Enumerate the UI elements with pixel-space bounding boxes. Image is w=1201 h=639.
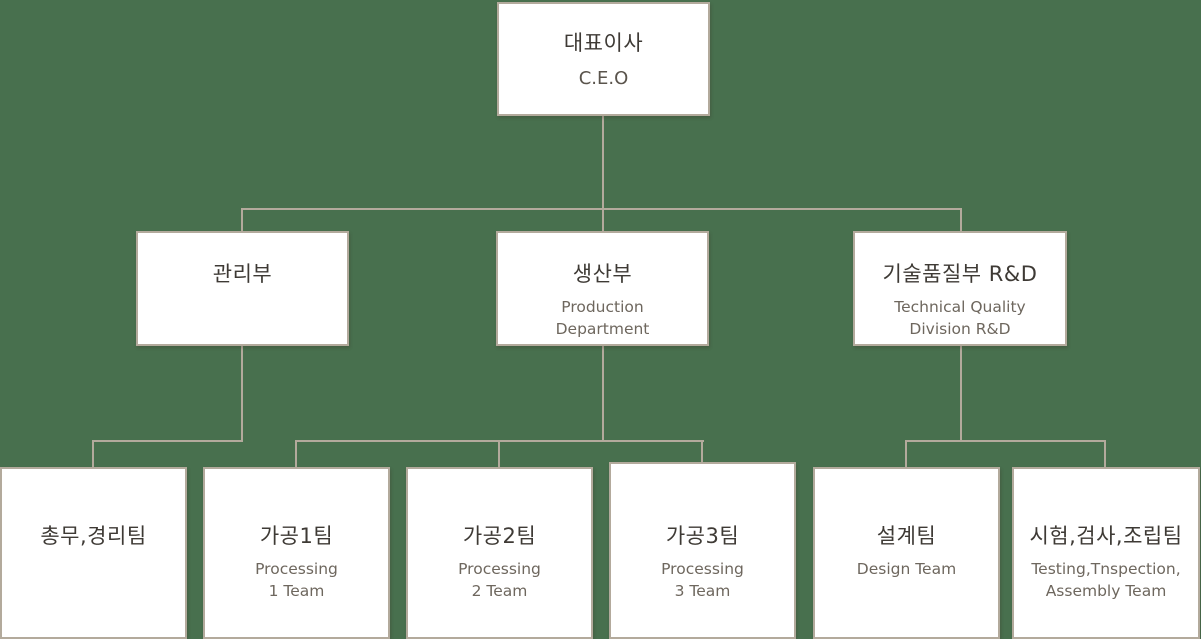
- org-box-ceo: 대표이사 C.E.O: [497, 2, 710, 116]
- org-box-management-dept: 관리부: [136, 231, 349, 346]
- connector-management-drop: [241, 208, 243, 232]
- box-title: 가공1팀: [259, 524, 334, 548]
- org-box-general-affairs-accounting-team: 총무,경리팀: [0, 467, 187, 639]
- box-title: 가공2팀: [462, 524, 537, 548]
- box-subtitle: Production Department: [555, 298, 650, 338]
- org-box-testing-inspection-assembly-team: 시험,검사,조립팀 Testing,Tnspection, Assembly T…: [1012, 467, 1200, 639]
- connector-management-vertical: [241, 345, 243, 441]
- org-box-processing-2-team: 가공2팀 Processing 2 Team: [406, 467, 593, 639]
- connector-management-horizontal: [92, 440, 243, 442]
- box-title: 설계팀: [876, 524, 937, 548]
- connector-ceo-vertical: [602, 115, 604, 232]
- org-box-production-dept: 생산부 Production Department: [496, 231, 709, 346]
- connector-processing3-drop: [701, 440, 703, 463]
- box-title: 대표이사: [563, 31, 644, 55]
- box-subtitle: Technical Quality Division R&D: [894, 298, 1026, 338]
- connector-technical-vertical: [960, 345, 962, 441]
- org-box-processing-3-team: 가공3팀 Processing 3 Team: [609, 462, 796, 639]
- box-title: 생산부: [572, 262, 633, 286]
- connector-processing2-drop: [498, 440, 500, 468]
- box-title: 기술품질부 R&D: [882, 262, 1038, 286]
- org-box-design-team: 설계팀 Design Team: [813, 467, 1000, 639]
- box-title: 관리부: [212, 262, 273, 286]
- box-subtitle: Design Team: [856, 560, 957, 578]
- box-subtitle: Testing,Tnspection, Assembly Team: [1031, 560, 1181, 600]
- connector-level2-horizontal: [241, 208, 962, 210]
- box-subtitle: Processing 1 Team: [255, 560, 338, 600]
- box-title: 총무,경리팀: [40, 524, 147, 548]
- connector-testing-drop: [1104, 440, 1106, 468]
- connector-processing1-drop: [295, 440, 297, 468]
- box-subtitle: Processing 3 Team: [661, 560, 744, 600]
- connector-production-vertical: [602, 345, 604, 441]
- connector-design-drop: [905, 440, 907, 468]
- connector-general-affairs-drop: [92, 440, 94, 468]
- connector-technical-horizontal: [905, 440, 1106, 442]
- connector-technical-drop: [960, 208, 962, 232]
- box-subtitle: Processing 2 Team: [458, 560, 541, 600]
- box-title: 시험,검사,조립팀: [1029, 524, 1183, 548]
- box-title: 가공3팀: [665, 524, 740, 548]
- box-subtitle: C.E.O: [578, 68, 629, 89]
- org-box-processing-1-team: 가공1팀 Processing 1 Team: [203, 467, 390, 639]
- org-box-technical-quality-rnd-dept: 기술품질부 R&D Technical Quality Division R&D: [853, 231, 1067, 346]
